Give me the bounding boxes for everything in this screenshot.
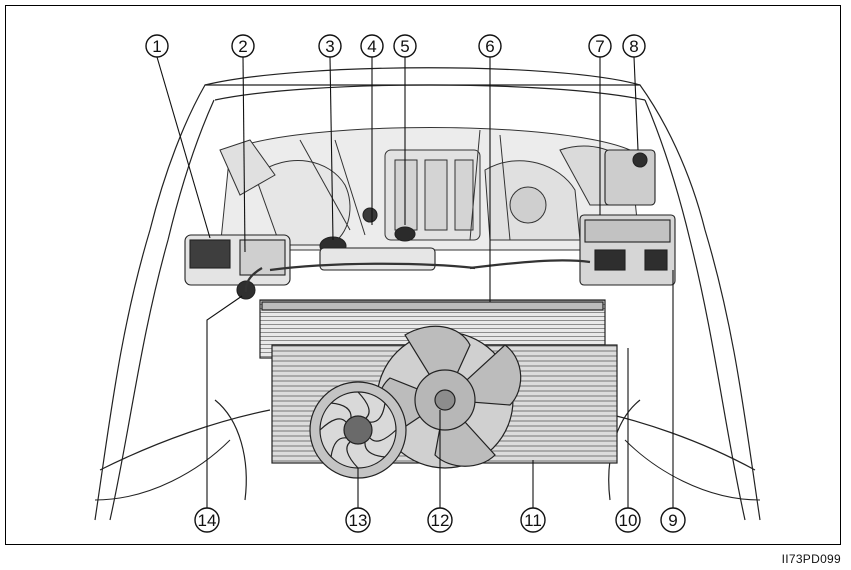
svg-text:9: 9 — [668, 511, 677, 530]
battery — [579, 149, 676, 286]
figure-code: II73PD099 — [781, 552, 841, 566]
callout-12: 12 — [427, 507, 453, 533]
callout-2: 2 — [231, 34, 255, 58]
svg-text:7: 7 — [595, 37, 604, 56]
svg-text:2: 2 — [238, 37, 247, 56]
callout-13: 13 — [345, 507, 371, 533]
svg-text:12: 12 — [431, 511, 450, 530]
svg-text:1: 1 — [152, 37, 161, 56]
svg-text:10: 10 — [619, 511, 638, 530]
callout-6: 6 — [478, 34, 502, 58]
callout-8: 8 — [622, 34, 646, 58]
svg-text:3: 3 — [325, 37, 334, 56]
leader-lines — [156, 56, 674, 508]
engine-bay — [219, 127, 641, 251]
callout-10: 10 — [615, 507, 641, 533]
callout-14: 14 — [194, 507, 220, 533]
callout-9: 9 — [660, 507, 686, 533]
left-components — [184, 234, 291, 300]
callout-3: 3 — [318, 34, 342, 58]
svg-text:5: 5 — [400, 37, 409, 56]
svg-text:11: 11 — [524, 511, 542, 530]
callout-7: 7 — [588, 34, 612, 58]
svg-text:13: 13 — [349, 511, 368, 530]
callout-11: 11 — [520, 507, 546, 533]
svg-text:8: 8 — [629, 37, 638, 56]
svg-text:4: 4 — [367, 37, 376, 56]
callout-1: 1 — [145, 34, 169, 58]
svg-text:6: 6 — [485, 37, 494, 56]
cooling-fan — [376, 325, 522, 469]
callout-4: 4 — [360, 34, 384, 58]
hoses — [244, 259, 591, 293]
svg-text:14: 14 — [198, 511, 217, 530]
callout-5: 5 — [393, 34, 417, 58]
electric-fan — [309, 381, 407, 479]
